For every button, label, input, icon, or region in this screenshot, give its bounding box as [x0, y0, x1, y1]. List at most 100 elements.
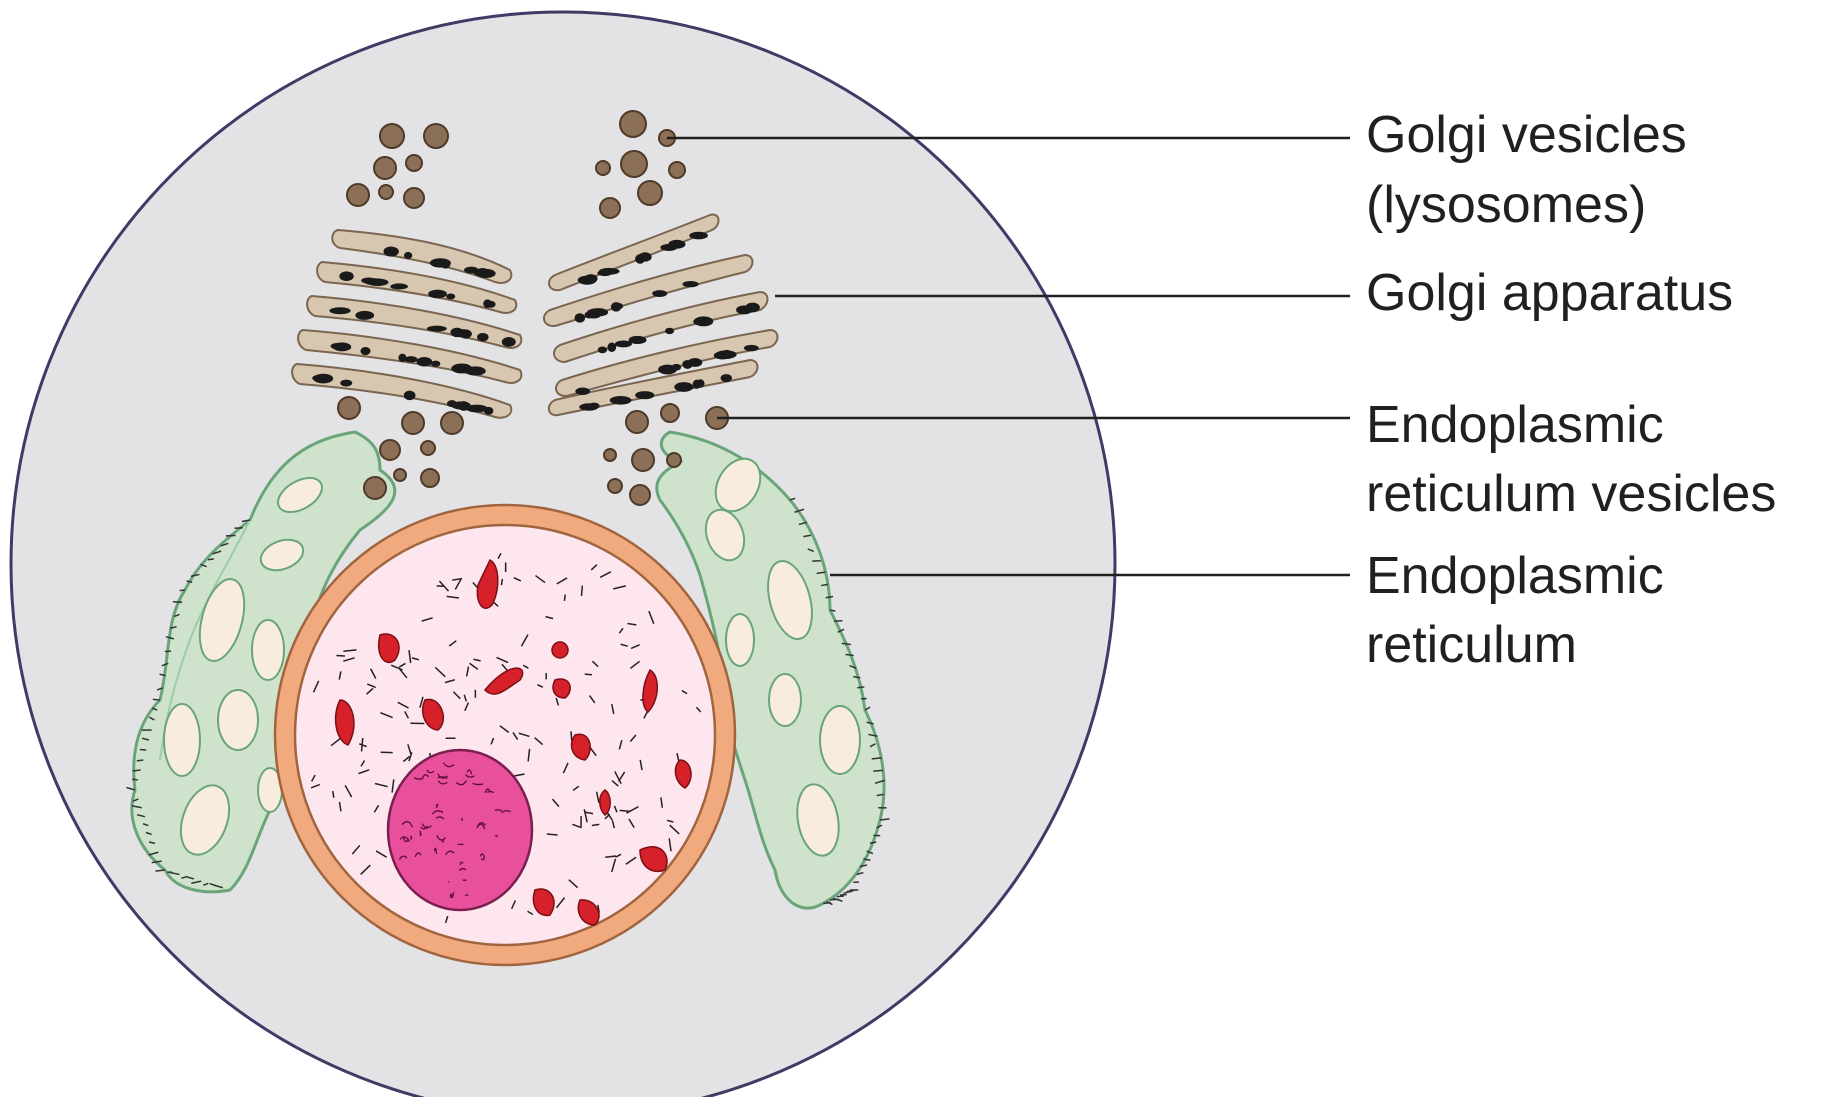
- vesicle: [421, 441, 435, 455]
- chromatin-thread: [336, 656, 344, 657]
- chromatin-thread: [547, 834, 558, 835]
- golgi-content-blotch: [629, 336, 647, 344]
- ribosome: [837, 896, 844, 897]
- ribosome: [133, 770, 141, 771]
- vesicle: [441, 412, 463, 434]
- golgi-content-blotch: [668, 240, 685, 249]
- golgi-content-blotch: [460, 329, 472, 338]
- golgi-content-blotch: [404, 391, 416, 401]
- er-lumen: [726, 614, 754, 666]
- ribosome: [846, 654, 854, 655]
- golgi-content-blotch: [339, 271, 353, 281]
- golgi-content-blotch: [652, 290, 667, 297]
- er-lumen: [164, 704, 200, 776]
- golgi-content-blotch: [447, 400, 457, 407]
- ribosome: [180, 590, 185, 591]
- chromatin-thread: [564, 595, 565, 601]
- golgi-content-blotch: [483, 299, 492, 308]
- vesicle: [667, 453, 681, 467]
- golgi-content-blotch: [398, 354, 406, 362]
- golgi-content-blotch: [589, 403, 600, 409]
- golgi-content-blotch: [502, 337, 516, 347]
- ribosome: [830, 899, 839, 900]
- chromatin-thread: [585, 674, 592, 675]
- vesicle: [630, 485, 650, 505]
- vesicle: [380, 124, 404, 148]
- golgi-content-blotch: [417, 357, 433, 367]
- label-golgi-apparatus: Golgi apparatus: [1366, 264, 1733, 322]
- golgi-content-blotch: [721, 374, 732, 382]
- golgi-content-blotch: [404, 252, 412, 259]
- ribosome: [872, 758, 882, 759]
- golgi-content-blotch: [610, 396, 632, 405]
- ribosome: [823, 903, 830, 904]
- golgi-content-blotch: [689, 232, 708, 240]
- golgi-content-blotch: [313, 374, 333, 384]
- er-lumen: [218, 690, 258, 750]
- golgi-content-blotch: [598, 346, 608, 353]
- vesicle: [379, 185, 393, 199]
- golgi-content-blotch: [331, 343, 346, 350]
- nucleolus-squiggle: [420, 831, 421, 836]
- vesicle: [669, 162, 685, 178]
- label-golgi-vesicles: Golgi vesicles (lysosomes): [1366, 106, 1701, 234]
- golgi-content-blotch: [674, 384, 692, 391]
- vesicle: [347, 184, 369, 206]
- golgi-content-blotch: [466, 405, 488, 413]
- golgi-content-blotch: [355, 311, 374, 320]
- ribosome: [830, 610, 835, 611]
- ribosome: [153, 699, 160, 700]
- vesicle: [604, 449, 616, 461]
- chromatin-thread: [501, 579, 502, 585]
- vesicle: [626, 411, 648, 433]
- golgi-content-blotch: [430, 258, 451, 267]
- golgi-content-blotch: [465, 366, 486, 375]
- label-er-vesicles: Endoplasmic reticulum vesicles: [1366, 396, 1776, 523]
- golgi-content-blotch: [693, 318, 712, 326]
- ribosome: [208, 559, 214, 560]
- golgi-content-blotch: [367, 279, 389, 286]
- golgi-content-blotch: [575, 388, 590, 395]
- vesicle: [338, 397, 360, 419]
- vesicle: [421, 469, 439, 487]
- golgi-content-blotch: [635, 391, 654, 399]
- vesicle: [608, 479, 622, 493]
- golgi-content-blotch: [584, 311, 595, 318]
- golgi-content-blotch: [607, 342, 616, 352]
- vesicle: [374, 157, 396, 179]
- golgi-content-blotch: [745, 303, 760, 313]
- golgi-content-blotch: [360, 347, 370, 355]
- vesicle: [380, 440, 400, 460]
- ribosome: [857, 687, 864, 688]
- golgi-content-blotch: [384, 247, 399, 257]
- vesicle: [394, 469, 406, 481]
- golgi-content-blotch: [682, 281, 698, 287]
- nucleolus: [388, 750, 532, 910]
- vesicle: [661, 404, 679, 422]
- chromatin-thread: [620, 810, 630, 811]
- nucleolus-squiggle: [462, 818, 463, 820]
- vesicle: [621, 151, 647, 177]
- vesicle: [406, 155, 422, 171]
- golgi-content-blotch: [614, 303, 624, 310]
- chromatin-thread: [581, 586, 582, 596]
- chromatin-thread: [592, 824, 599, 825]
- vesicle: [638, 181, 662, 205]
- vesicle: [424, 124, 448, 148]
- golgi-content-blotch: [696, 379, 705, 388]
- golgi-content-blotch: [330, 307, 351, 314]
- ribosome: [132, 779, 138, 780]
- er-lumen: [820, 706, 860, 774]
- golgi-content-blotch: [431, 361, 440, 367]
- vesicle: [402, 412, 424, 434]
- golgi-content-blotch: [658, 365, 677, 375]
- vesicle: [364, 477, 386, 499]
- golgi-content-blotch: [744, 345, 759, 351]
- golgi-content-blotch: [665, 328, 674, 334]
- vesicle: [620, 111, 646, 137]
- golgi-content-blotch: [390, 283, 408, 289]
- vesicle: [632, 449, 654, 471]
- vesicle: [596, 161, 610, 175]
- golgi-content-blotch: [597, 270, 612, 276]
